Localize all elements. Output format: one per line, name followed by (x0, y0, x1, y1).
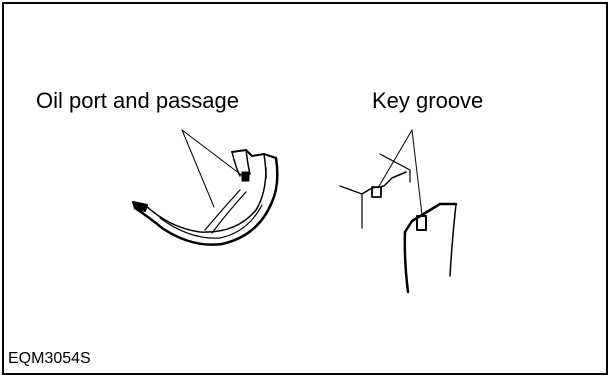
upper-key-detail (339, 153, 411, 229)
figure-frame (2, 2, 608, 375)
oil-port-leader-lines (181, 129, 249, 208)
bearing-shell (132, 149, 279, 246)
oil-port-label: Oil port and passage (36, 88, 240, 113)
lower-key-detail (403, 202, 458, 294)
key-groove-leader-lines (377, 129, 423, 216)
key-groove-label: Key groove (372, 88, 484, 113)
figure-code: EQM3054S (8, 350, 91, 367)
